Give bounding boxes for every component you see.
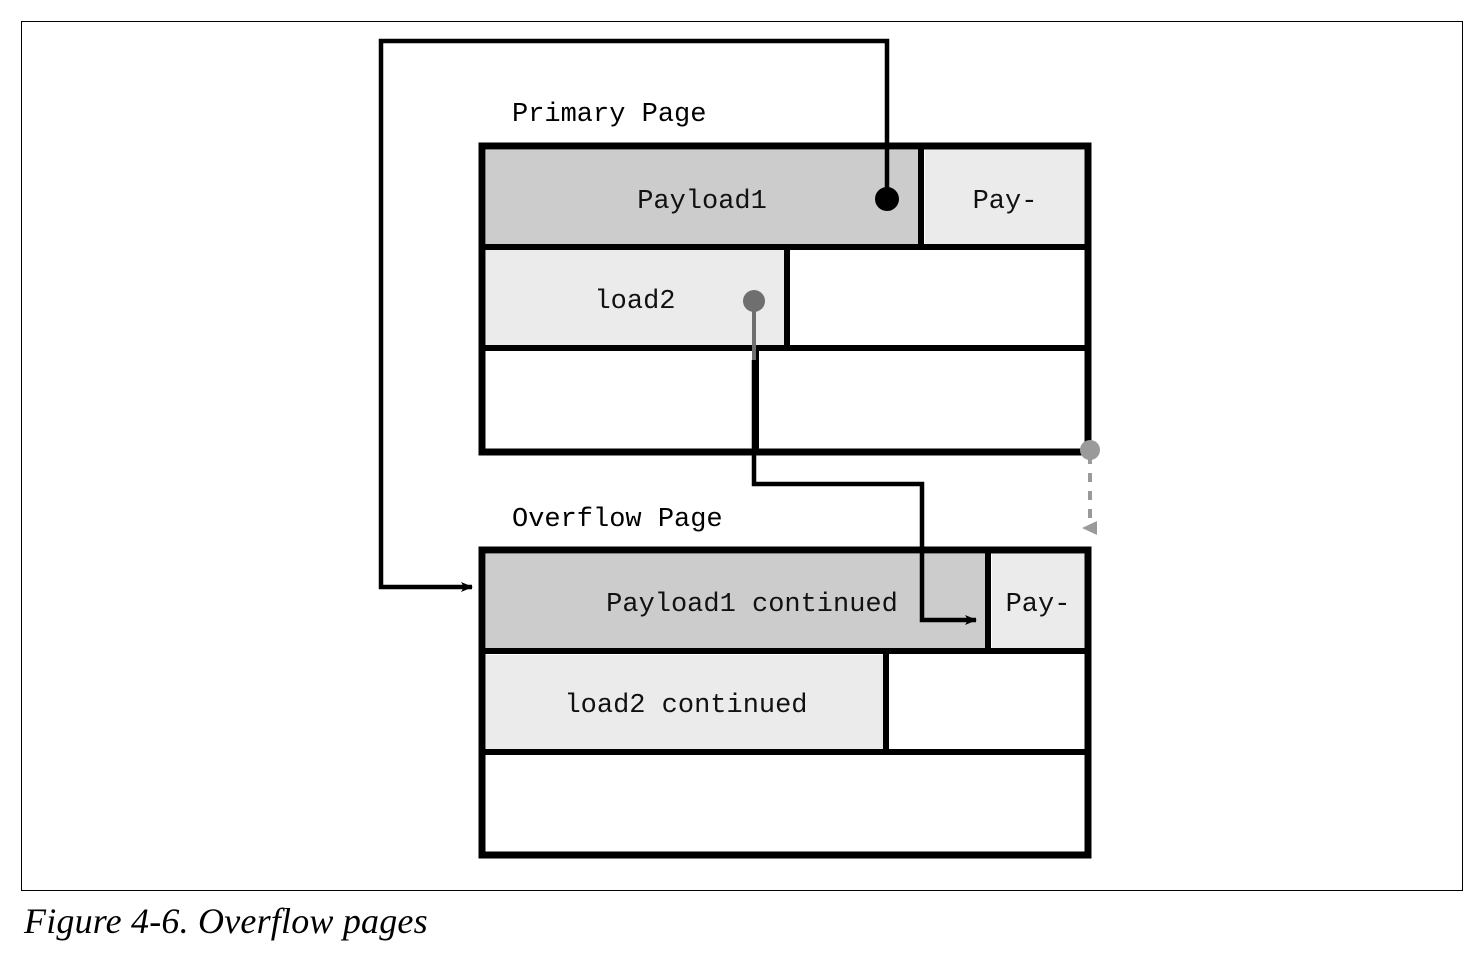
- primary-cell-empty-r2c2[interactable]: [790, 250, 1085, 345]
- overflow-cell-pay-prefix-text: Pay-: [1006, 590, 1071, 620]
- primary-cell-payload1[interactable]: [486, 150, 918, 245]
- payload1-pointer-path: [378, 38, 890, 592]
- overflow-cell-payload1-continued-text: Payload1 continued: [606, 590, 898, 620]
- primary-page-outline: [478, 142, 1092, 456]
- primary-cell-payload1-text: Payload1: [637, 187, 767, 217]
- payload1-overflow-pointer: [378, 38, 899, 592]
- payload2-pointer-dot: [743, 290, 765, 312]
- figure-caption: Figure 4-6. Overflow pages: [24, 901, 428, 941]
- overflow-page-grid: [478, 546, 1092, 859]
- overflow-page-label: Overflow Page: [512, 505, 723, 535]
- overflow-cell-payload1-continued[interactable]: [486, 554, 986, 649]
- primary-cell-empty-r3c1[interactable]: [486, 351, 754, 448]
- next-page-pointer: [1080, 440, 1100, 535]
- overflow-cell-load2-continued-text: load2 continued: [564, 691, 807, 721]
- primary-cell-pay-prefix[interactable]: [925, 150, 1085, 245]
- payload2-overflow-pointer: [743, 290, 977, 625]
- primary-cell-empty-r3c2[interactable]: [758, 351, 1085, 448]
- overflow-cell-load2-continued[interactable]: [486, 655, 884, 750]
- primary-page-label: Primary Page: [512, 100, 706, 130]
- overflow-page-group: Overflow Page Payload1 continued Pay- lo…: [478, 505, 1092, 859]
- payload1-pointer-dot: [875, 187, 899, 211]
- primary-cell-load2-text: load2: [594, 287, 675, 317]
- overflow-cell-empty-r2c2[interactable]: [889, 655, 1085, 750]
- next-page-pointer-dot: [1080, 440, 1100, 460]
- overflow-pages-diagram: Primary Page Payload1 Pay- load2: [378, 38, 1100, 859]
- primary-cell-load2[interactable]: [486, 250, 785, 345]
- overflow-cell-pay-prefix[interactable]: [992, 554, 1085, 649]
- primary-cell-pay-prefix-text: Pay-: [973, 187, 1038, 217]
- payload2-pointer-path: [751, 360, 977, 625]
- overflow-page-outline: [478, 546, 1092, 859]
- primary-page-grid: [478, 142, 1092, 456]
- overflow-cell-empty-r3[interactable]: [486, 756, 1085, 852]
- primary-page-group: Primary Page Payload1 Pay- load2: [478, 100, 1092, 456]
